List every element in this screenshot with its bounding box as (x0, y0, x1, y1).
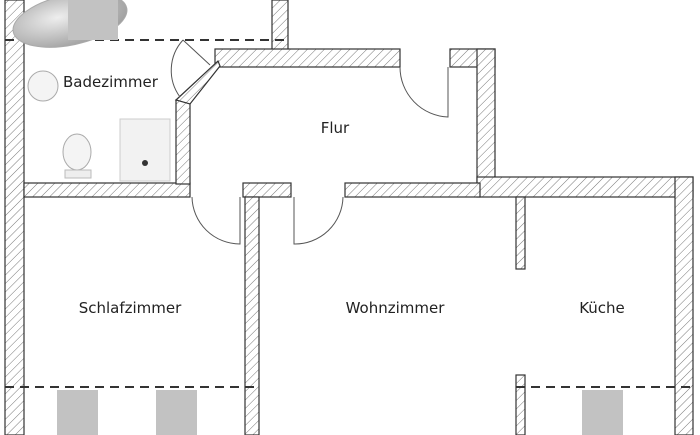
outer-wall-left (4, 0, 25, 435)
bathroom-door (170, 39, 211, 98)
living-room-door (293, 196, 344, 245)
toilet-tank (64, 169, 92, 179)
sink-icon (27, 70, 59, 102)
outer-wall-right (674, 176, 694, 435)
shower-icon (119, 118, 171, 182)
kitchen-divider-top (515, 196, 526, 270)
walls (4, 0, 694, 435)
room-label-kitchen: Küche (579, 299, 625, 317)
room-label-bedroom: Schlafzimmer (79, 299, 182, 317)
hallway-entry-door (399, 66, 449, 118)
kitchen-divider-bottom (515, 374, 526, 435)
kitchen-wall-top (476, 176, 694, 198)
bedroom-furniture-right (156, 390, 197, 435)
doors (170, 39, 449, 245)
kitchen-furniture (582, 390, 623, 435)
shower-drain-icon (142, 160, 148, 166)
wall-between-doors (242, 182, 292, 198)
bathroom-wall-bottom (23, 182, 191, 198)
toilet-icon (62, 133, 92, 171)
room-label-living-room: Wohnzimmer (346, 299, 446, 317)
hallway-wall-top-left (214, 48, 401, 68)
room-label-bathroom: Badezimmer (63, 73, 159, 91)
bathtub-shade (68, 0, 118, 40)
bedroom-furniture-left (57, 390, 98, 435)
hallway-wall-left (175, 99, 191, 185)
hallway-wall-right (476, 48, 496, 192)
bedroom-living-divider (244, 196, 260, 435)
bedroom-door (191, 196, 241, 245)
room-label-hallway: Flur (321, 119, 350, 137)
hallway-wall-bottom (344, 182, 481, 198)
diagonal-door-wall (174, 59, 221, 105)
